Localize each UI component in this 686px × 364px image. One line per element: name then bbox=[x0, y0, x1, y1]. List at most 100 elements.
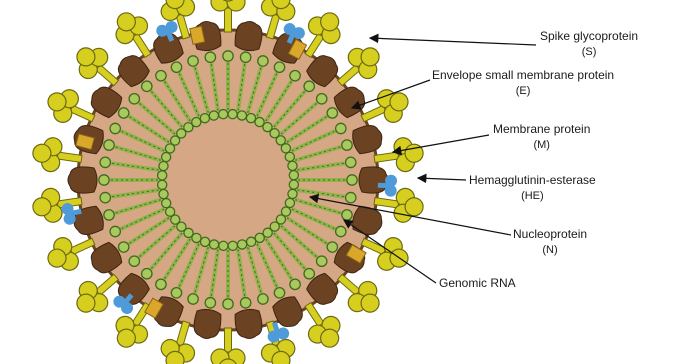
lipid-head-outer bbox=[327, 108, 337, 118]
spike-stalk bbox=[96, 274, 119, 295]
lipid-head-outer bbox=[100, 157, 110, 167]
leader-spike bbox=[370, 38, 536, 45]
lipid-head-outer bbox=[171, 288, 181, 298]
lipid-head-outer bbox=[104, 140, 114, 150]
lipid-head-outer bbox=[223, 51, 233, 61]
lipid-head-outer bbox=[99, 175, 109, 185]
membrane-protein bbox=[192, 308, 222, 340]
lipid-head-outer bbox=[240, 298, 250, 308]
spike-stalk bbox=[361, 105, 386, 121]
lipid-head-outer bbox=[304, 81, 314, 91]
spike-stalk bbox=[374, 152, 399, 162]
lipid-head-inner bbox=[288, 161, 297, 170]
lipid-head-outer bbox=[188, 294, 198, 304]
spike-stalk bbox=[57, 152, 82, 162]
lipid-head-outer bbox=[104, 210, 114, 220]
spike-stalk bbox=[176, 321, 189, 346]
lipid-head-outer bbox=[110, 226, 120, 236]
lipid-head-outer bbox=[142, 81, 152, 91]
label-genomic-rna: Genomic RNA bbox=[439, 275, 516, 291]
spike-stalk bbox=[305, 33, 324, 57]
membrane-protein bbox=[234, 308, 264, 340]
spike-stalk bbox=[176, 14, 189, 39]
lipid-head-outer bbox=[171, 62, 181, 72]
envelope-protein bbox=[190, 26, 205, 44]
spike-stalk bbox=[70, 238, 95, 254]
lipid-head-inner bbox=[158, 171, 167, 180]
lipid-head-outer bbox=[336, 123, 346, 133]
lipid-head-inner bbox=[159, 161, 168, 170]
lipid-head-outer bbox=[258, 294, 268, 304]
lipid-head-outer bbox=[317, 94, 327, 104]
genomic-rna-core bbox=[170, 122, 286, 238]
membrane-protein-body bbox=[234, 20, 264, 52]
lipid-head-outer bbox=[304, 269, 314, 279]
lipid-head-inner bbox=[162, 199, 171, 208]
spike-stalk bbox=[70, 105, 95, 121]
lipid-head-inner bbox=[219, 110, 228, 119]
spike-stalk bbox=[225, 328, 232, 352]
membrane-protein-body bbox=[192, 308, 222, 340]
envelope-protein-body bbox=[190, 26, 205, 44]
lipid-head-outer bbox=[290, 279, 300, 289]
membrane-protein-body bbox=[234, 308, 264, 340]
lipid-head-outer bbox=[156, 70, 166, 80]
lipid-head-outer bbox=[347, 175, 357, 185]
lipid-head-inner bbox=[228, 241, 237, 250]
lipid-head-outer bbox=[327, 242, 337, 252]
lipid-head-inner bbox=[162, 152, 171, 161]
lipid-head-outer bbox=[290, 70, 300, 80]
label-hemagglutinin-esterase: Hemagglutinin-esterase (HE) bbox=[469, 172, 596, 204]
lipid-head-outer bbox=[240, 52, 250, 62]
virion bbox=[31, 0, 426, 364]
lipid-head-outer bbox=[274, 62, 284, 72]
lipid-head-inner bbox=[219, 241, 228, 250]
lipid-head-inner bbox=[209, 111, 218, 120]
lipid-head-inner bbox=[281, 144, 290, 153]
spike-stalk bbox=[225, 8, 232, 32]
lipid-head-outer bbox=[342, 140, 352, 150]
label-spike-glycoprotein: Spike glycoprotein (S) bbox=[540, 28, 638, 60]
lipid-head-inner bbox=[285, 152, 294, 161]
spike-stalk bbox=[96, 65, 119, 86]
lipid-head-inner bbox=[158, 180, 167, 189]
lipid-head-outer bbox=[346, 192, 356, 202]
spike-stalk bbox=[374, 198, 399, 208]
lipid-head-outer bbox=[336, 226, 346, 236]
lipid-head-inner bbox=[238, 240, 247, 249]
lipid-head-inner bbox=[200, 237, 209, 246]
lipid-head-outer bbox=[118, 242, 128, 252]
membrane-protein-body bbox=[68, 167, 97, 193]
leader-hemagglutinin bbox=[418, 178, 466, 180]
lipid-head-inner bbox=[289, 171, 298, 180]
label-envelope-protein: Envelope small membrane protein (E) bbox=[432, 67, 614, 99]
spike-stalk bbox=[338, 65, 361, 86]
lipid-head-inner bbox=[288, 189, 297, 198]
membrane-protein-body bbox=[359, 167, 388, 193]
lipid-head-outer bbox=[129, 94, 139, 104]
lipid-head-outer bbox=[188, 56, 198, 66]
lipid-head-inner bbox=[246, 114, 255, 123]
lipid-head-outer bbox=[346, 157, 356, 167]
label-membrane-protein: Membrane protein (M) bbox=[493, 121, 590, 153]
lipid-head-inner bbox=[166, 207, 175, 216]
lipid-head-outer bbox=[129, 256, 139, 266]
lipid-head-outer bbox=[110, 123, 120, 133]
lipid-head-outer bbox=[205, 52, 215, 62]
lipid-head-inner bbox=[200, 114, 209, 123]
membrane-protein bbox=[234, 20, 264, 52]
spike-stalk bbox=[338, 274, 361, 295]
lipid-head-inner bbox=[209, 240, 218, 249]
spike-stalk bbox=[266, 14, 279, 39]
lipid-head-inner bbox=[255, 233, 264, 242]
spike-stalk bbox=[305, 303, 324, 327]
lipid-head-inner bbox=[237, 111, 246, 120]
lipid-head-inner bbox=[285, 198, 294, 207]
lipid-head-outer bbox=[317, 256, 327, 266]
lipid-head-outer bbox=[274, 288, 284, 298]
lipid-head-outer bbox=[100, 192, 110, 202]
lipid-head-outer bbox=[156, 279, 166, 289]
membrane-protein bbox=[68, 167, 97, 193]
lipid-head-outer bbox=[223, 299, 233, 309]
lipid-head-inner bbox=[289, 180, 298, 189]
